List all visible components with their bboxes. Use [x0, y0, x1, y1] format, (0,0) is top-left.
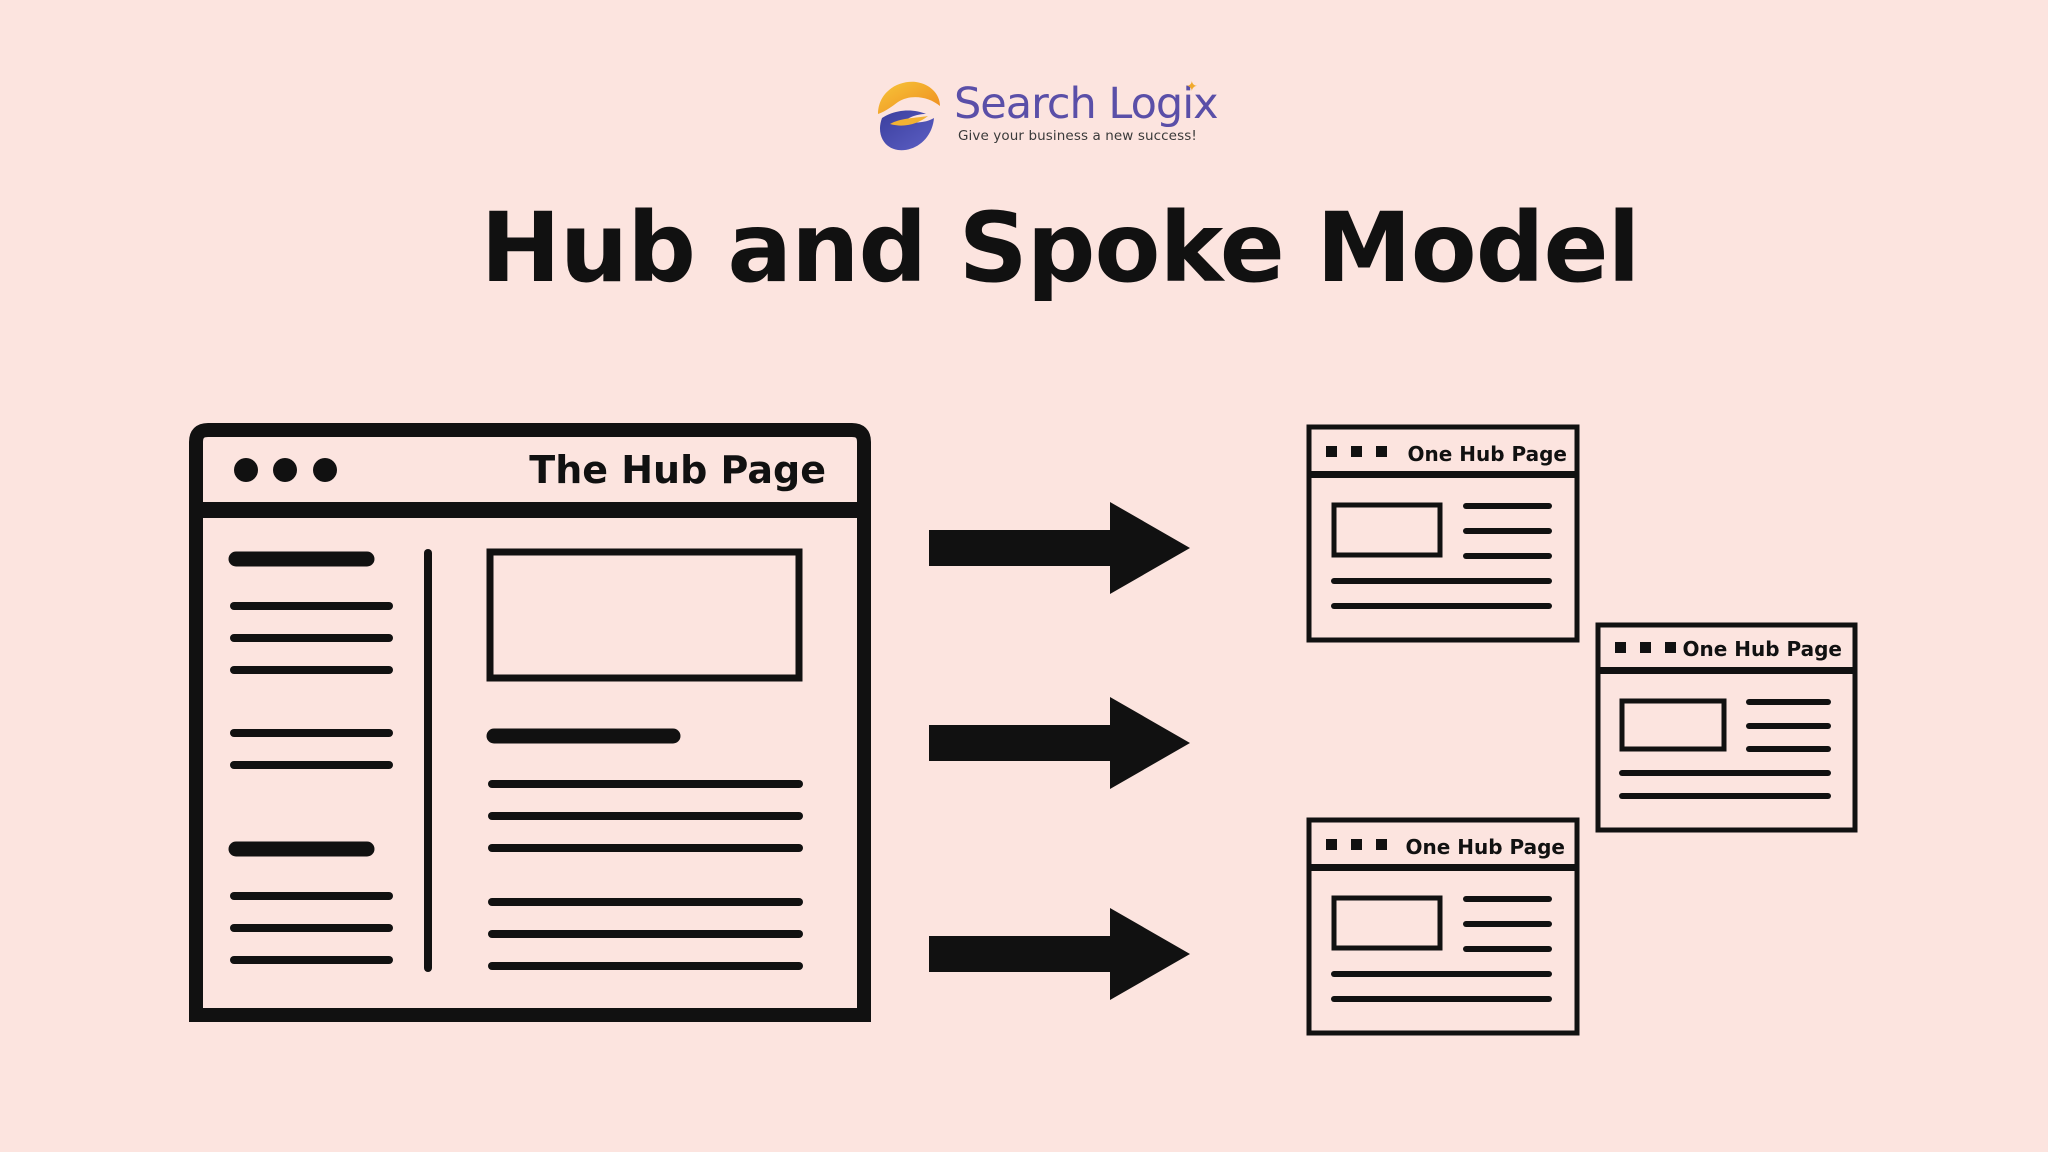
- window-dot-icon: [313, 458, 337, 482]
- spoke-page-label: One Hub Page: [1405, 835, 1565, 859]
- window-dot-icon: [273, 458, 297, 482]
- hub-window-frame: [189, 423, 871, 1022]
- sparkle-icon: ✦: [1186, 79, 1198, 95]
- hub-image-placeholder: [486, 548, 803, 682]
- spoke-page-window: One Hub Page: [1595, 622, 1858, 833]
- search-logix-logo-icon: [878, 81, 940, 151]
- spoke-page-label: One Hub Page: [1682, 637, 1842, 661]
- hub-content-lines: [486, 728, 803, 970]
- spoke-page-window: One Hub Page: [1306, 424, 1580, 643]
- arrow-right-icon: [929, 908, 1190, 1000]
- window-dot-icon: [234, 458, 258, 482]
- hub-sidebar-lines: [228, 551, 393, 964]
- hub-page-label: The Hub Page: [529, 448, 826, 492]
- spoke-page-window: One Hub Page: [1306, 817, 1580, 1036]
- brand-logo: Search Logix ✦ Give your business a new …: [872, 78, 1219, 154]
- hub-titlebar-divider: [196, 502, 864, 518]
- arrows: [929, 502, 1190, 1000]
- window-dot-icon: [1326, 446, 1337, 457]
- brand-name: Search Logix: [954, 79, 1219, 129]
- spoke-page-label: One Hub Page: [1407, 442, 1567, 466]
- window-dot-icon: [1640, 642, 1651, 653]
- window-dot-icon: [1351, 839, 1362, 850]
- arrow-right-icon: [929, 502, 1190, 594]
- window-dot-icon: [1615, 642, 1626, 653]
- arrow-right-icon: [929, 697, 1190, 789]
- window-dot-icon: [1376, 446, 1387, 457]
- page-title: Hub and Spoke Model: [480, 192, 1641, 304]
- window-dot-icon: [1351, 446, 1362, 457]
- window-dot-icon: [1665, 642, 1676, 653]
- hub-page-window: The Hub Page: [189, 423, 871, 1022]
- window-dot-icon: [1376, 839, 1387, 850]
- window-dot-icon: [1326, 839, 1337, 850]
- brand-tagline: Give your business a new success!: [958, 128, 1197, 144]
